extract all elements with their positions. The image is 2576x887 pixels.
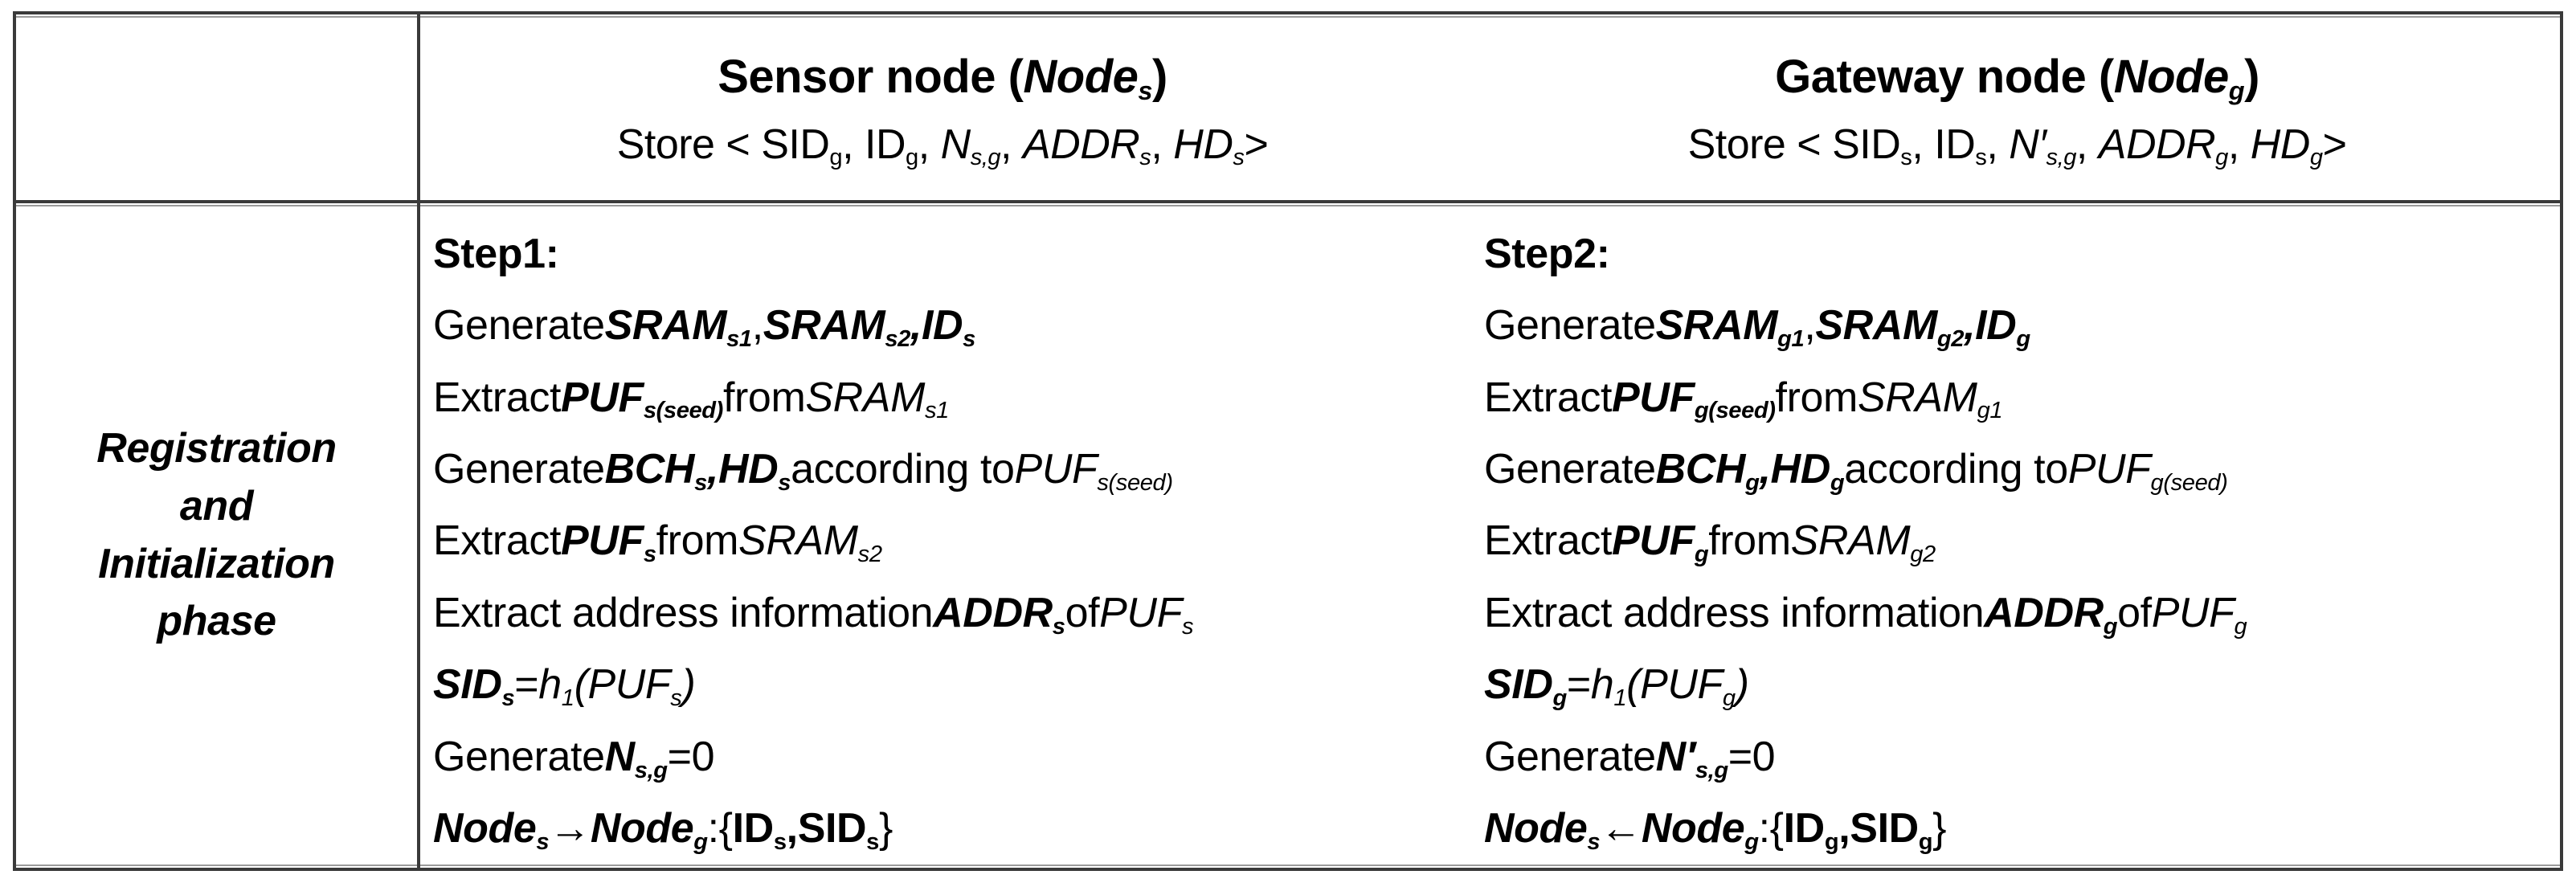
phase-label-line-1: Registration: [96, 425, 337, 472]
step1-line-4: Extract PUFs from SRAMs2: [433, 517, 882, 568]
step1-line-6: SIDs = h1(PUFs): [433, 661, 696, 712]
step2-line-8: Nodes←Nodeg:{IDg, SIDg}: [1484, 805, 1947, 855]
header-cell-sensor-node: Sensor node (Nodes) Store < SIDg, IDg, N…: [420, 18, 1465, 202]
gateway-step-cell: Step2: Generate SRAMg1, SRAMg2, IDg Extr…: [1484, 206, 2566, 865]
step2-line-4: Extract PUFg from SRAMg2: [1484, 517, 1936, 568]
step2-line-3: Generate BCHg, HDg according to PUFg(see…: [1484, 446, 2228, 496]
table-bottom-border-outer: [16, 868, 2560, 871]
step2-line-1: Generate SRAMg1, SRAMg2, IDg: [1484, 302, 2030, 352]
step1-line-5: Extract address information ADDRs of PUF…: [433, 589, 1194, 640]
step1-line-2: Extract PUFs(seed) from SRAMs1: [433, 374, 949, 424]
step1-line-7: Generate Ns,g =0: [433, 733, 715, 783]
phase-label-line-3: Initialization: [98, 540, 335, 587]
phase-label-line-4: phase: [157, 598, 276, 645]
sensor-step-cell: Step1: Generate SRAMs1 , SRAMs2, IDs Ext…: [433, 206, 1478, 865]
phase-label-cell: Registration and Initialization phase: [16, 206, 417, 865]
step1-line-8: Nodes→Nodeg:{IDs, SIDs}: [433, 805, 893, 855]
table-bottom-border-inner: [16, 865, 2560, 866]
table-body-row: Registration and Initialization phase St…: [16, 206, 2560, 865]
step2-line-6: SIDg = h1(PUFg): [1484, 661, 1749, 712]
column-divider: [417, 11, 420, 871]
phase-label: Registration and Initialization phase: [96, 420, 337, 651]
phase-label-line-2: and: [179, 482, 254, 529]
table-top-border-inner: [16, 16, 2560, 18]
step2-heading: Step2:: [1484, 230, 1610, 277]
table-top-border-outer: [16, 11, 2560, 14]
gateway-node-store: Store < SIDs, IDs, N′s,g, ADDRg, HDg>: [1687, 121, 2347, 171]
step1-heading: Step1:: [433, 230, 559, 277]
sensor-node-title: Sensor node (Nodes): [718, 50, 1167, 106]
step2-line-2: Extract PUFg(seed) from SRAMg1: [1484, 374, 2003, 424]
step2-line-5: Extract address information ADDRg of PUF…: [1484, 589, 2247, 640]
header-cell-gateway-node: Gateway node (Nodeg) Store < SIDs, IDs, …: [1468, 18, 2566, 202]
sensor-node-store: Store < SIDg, IDg, Ns,g, ADDRs, HDs>: [616, 121, 1269, 171]
header-separator-outer: [16, 200, 2560, 203]
table-header-row: Sensor node (Nodes) Store < SIDg, IDg, N…: [16, 18, 2560, 202]
step2-line-7: Generate N′s,g =0: [1484, 733, 1776, 783]
header-separator-inner: [16, 205, 2560, 206]
protocol-table: Sensor node (Nodes) Store < SIDg, IDg, N…: [13, 11, 2563, 871]
step1-line-3: Generate BCHs, HDs according to PUFs(see…: [433, 446, 1173, 496]
step1-line-1: Generate SRAMs1 , SRAMs2, IDs: [433, 302, 975, 352]
gateway-node-title: Gateway node (Nodeg): [1775, 50, 2259, 106]
